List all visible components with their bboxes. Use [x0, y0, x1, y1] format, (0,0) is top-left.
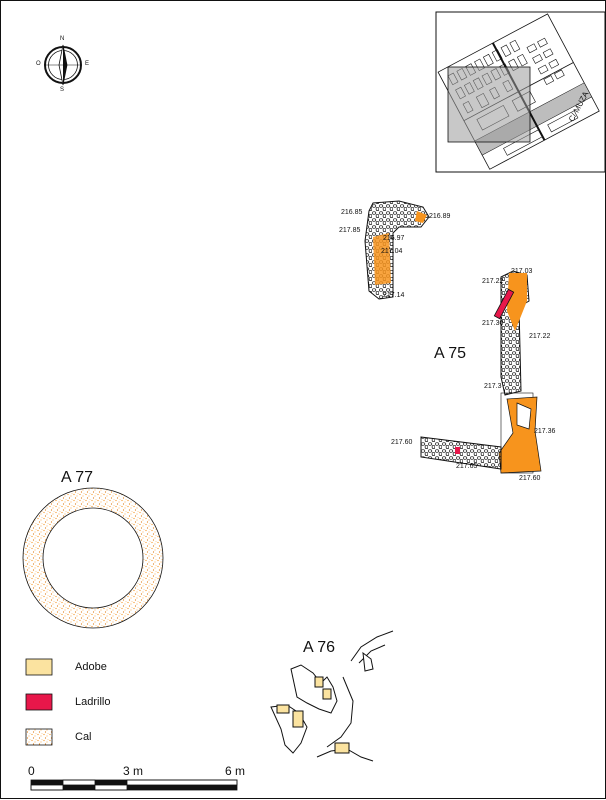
compass-e: E	[85, 61, 90, 67]
wall-feature-a75	[420, 270, 542, 474]
elevation-label: 216.89	[429, 213, 451, 220]
a76-feature	[270, 630, 394, 762]
scale-label-mid: 3 m	[123, 764, 144, 778]
elevation-label: 217.04	[381, 248, 403, 255]
scale-bar	[30, 779, 238, 791]
scale-label-zero: 0	[28, 764, 35, 778]
elevation-label: 217.14	[383, 292, 405, 299]
zone-label-a75: A 75	[434, 345, 467, 362]
elevation-label: 217.03	[511, 268, 533, 275]
legend-label-cal: Cal	[75, 731, 92, 743]
elevation-label: 217.60	[391, 439, 413, 446]
elevation-label: 217.36	[534, 428, 556, 435]
legend-label-adobe: Adobe	[75, 661, 107, 673]
elevation-label: 217.3	[484, 383, 502, 390]
elevation-label: 216.97	[383, 235, 405, 242]
elevation-label: 216.85	[341, 209, 363, 216]
wall-feature-north	[364, 200, 430, 300]
elevation-label: 217.60	[519, 475, 541, 482]
elevation-label: 217.30	[482, 320, 504, 327]
a77-lime-ring	[22, 487, 164, 629]
scale-label-max: 6 m	[225, 764, 246, 778]
legend-swatch-cal	[25, 728, 53, 746]
zone-label-a76: A 76	[303, 639, 336, 656]
zone-label-a77: A 77	[61, 469, 94, 486]
compass-n: N	[60, 36, 65, 42]
legend-swatch-ladrillo	[25, 693, 53, 711]
legend-label-ladrillo: Ladrillo	[75, 696, 111, 708]
elevation-label: 217.85	[339, 227, 361, 234]
elevation-label: 217.22	[529, 333, 551, 340]
legend-swatch-adobe	[25, 658, 53, 676]
elevation-label: 217.22	[482, 278, 504, 285]
compass-s: S	[60, 87, 65, 93]
elevation-label: 217.65	[456, 463, 478, 470]
compass-w: O	[36, 61, 41, 67]
